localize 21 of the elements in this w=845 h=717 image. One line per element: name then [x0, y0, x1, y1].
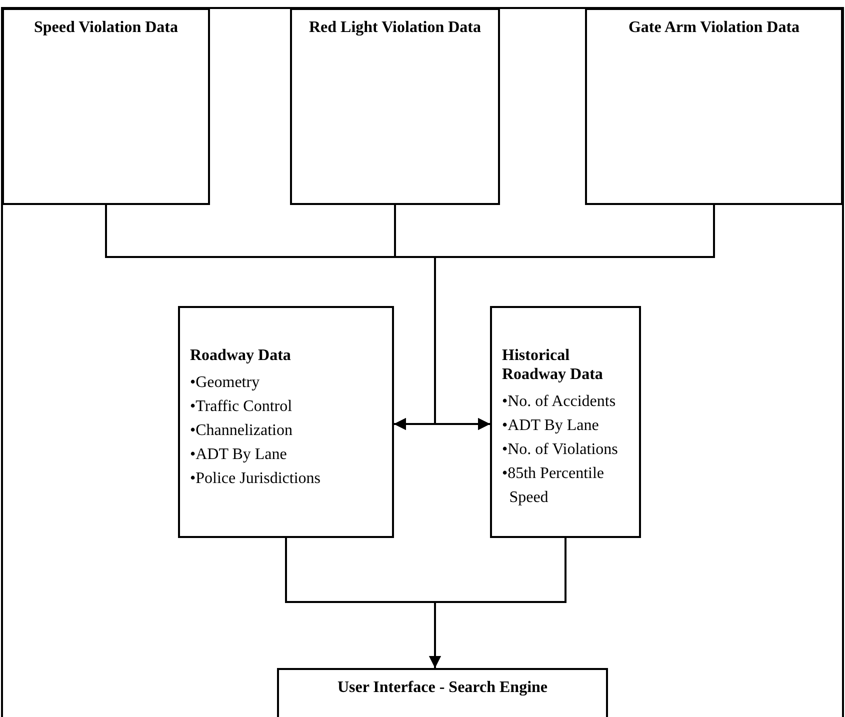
- data-box: [290, 8, 500, 205]
- box-heading: Historical Roadway Data: [502, 346, 604, 384]
- data-box: [490, 306, 641, 538]
- connector-arrow: [429, 538, 566, 668]
- bullet-item: •Traffic Control: [190, 397, 292, 417]
- bullet-item: •No. of Violations: [502, 440, 618, 460]
- bullet-item: •No. of Accidents: [502, 392, 616, 412]
- data-box: [585, 8, 843, 205]
- bullet-item: •ADT By Lane: [190, 445, 287, 465]
- box-heading: User Interface - Search Engine: [337, 678, 548, 697]
- bullet-item: •ADT By Lane: [502, 416, 599, 436]
- box-heading: Red Light Violation Data: [308, 18, 481, 37]
- bullet-item: •Police Jurisdictions: [190, 469, 320, 489]
- data-box: [178, 306, 394, 538]
- box-heading: Roadway Data: [190, 346, 291, 365]
- bullet-item: •Geometry: [190, 373, 260, 393]
- box-heading: Speed Violation Data: [34, 18, 178, 37]
- data-box: [2, 8, 210, 205]
- bullet-item: •85th Percentile Speed: [502, 464, 606, 508]
- bullet-item: •Channelization: [190, 421, 292, 441]
- box-heading: Gate Arm Violation Data: [628, 18, 800, 37]
